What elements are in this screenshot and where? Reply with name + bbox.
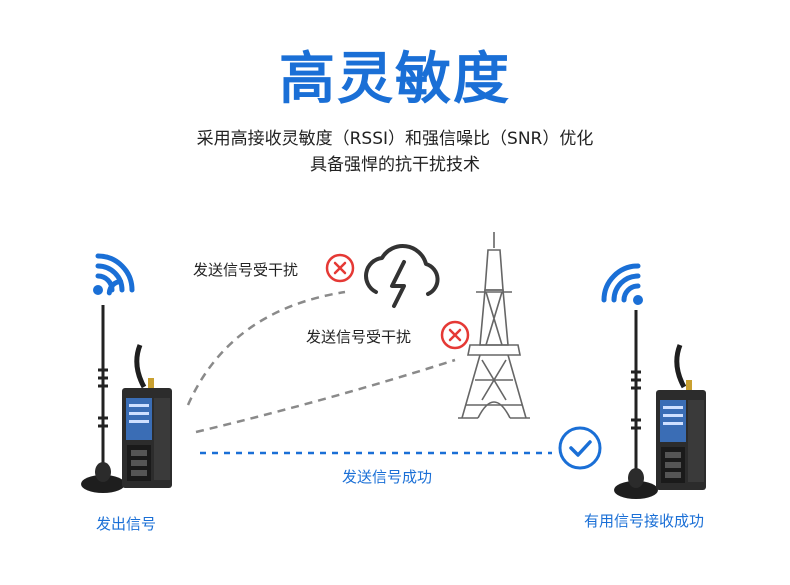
check-icon <box>558 426 602 470</box>
sender-device <box>81 305 172 493</box>
interference-label-1: 发送信号受干扰 <box>193 261 299 279</box>
sender-label: 发出信号 <box>96 515 157 533</box>
subtitle-line-1: 采用高接收灵敏度（RSSI）和强信噪比（SNR）优化 <box>196 129 594 149</box>
receiver-label: 有用信号接收成功 <box>584 512 705 530</box>
interference-label-2: 发送信号受干扰 <box>306 328 412 346</box>
wifi-icon-receiver <box>601 263 643 305</box>
wifi-icon <box>93 253 135 296</box>
error-icon <box>440 320 470 350</box>
interference-path-1 <box>186 290 346 406</box>
subtitle-line-2: 具备强悍的抗干扰技术 <box>310 155 480 175</box>
receiver-device <box>614 310 706 499</box>
storm-cloud-icon <box>364 244 440 308</box>
page-title: 高灵敏度 <box>279 47 511 112</box>
eiffel-tower <box>458 232 530 419</box>
error-icon <box>325 253 355 283</box>
success-path-label: 发送信号成功 <box>342 468 433 486</box>
interference-path-2 <box>195 358 456 434</box>
